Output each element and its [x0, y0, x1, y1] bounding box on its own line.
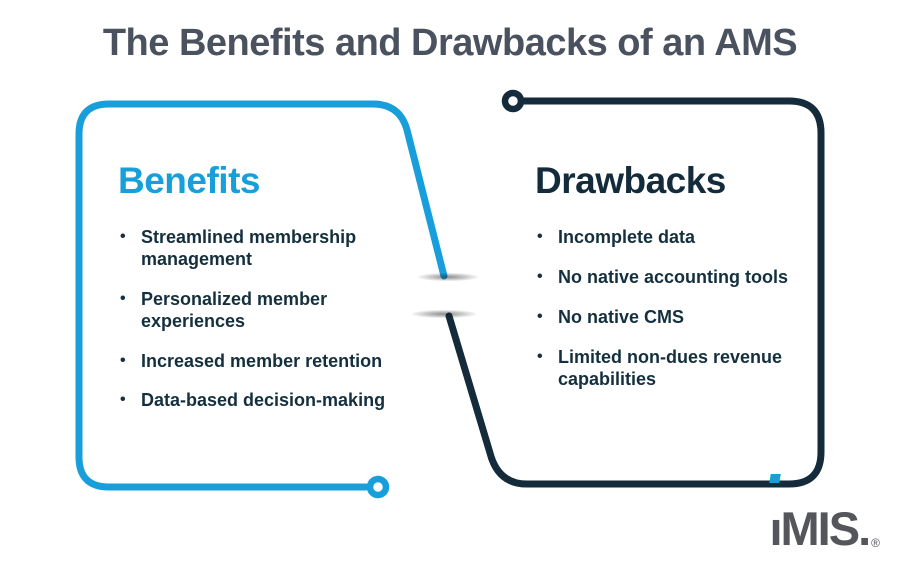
benefits-panel: Benefits Streamlined membership manageme… [118, 160, 418, 430]
list-item: Incomplete data [535, 227, 835, 249]
list-item: Personalized member experiences [118, 289, 418, 333]
drawbacks-start-ring [501, 89, 525, 113]
logo-letters-mis: MIS. [780, 502, 872, 556]
list-item: No native accounting tools [535, 267, 835, 289]
benefits-terminal-ring [366, 475, 390, 499]
benefits-border [75, 100, 448, 491]
list-item: Increased member retention [118, 351, 418, 373]
list-item: Data-based decision-making [118, 390, 418, 412]
overlap-shadow-bottom [397, 308, 491, 320]
logo-letter-i: ı [769, 474, 783, 552]
drawbacks-panel: Drawbacks Incomplete data No native accou… [535, 160, 835, 408]
drawbacks-heading: Drawbacks [535, 160, 726, 201]
list-item: No native CMS [535, 307, 835, 329]
benefits-heading: Benefits [118, 160, 260, 201]
drawbacks-list: Incomplete data No native accounting tool… [535, 227, 835, 391]
list-item: Streamlined membership management [118, 227, 418, 271]
list-item: Limited non-dues revenue capabilities [535, 347, 835, 391]
imis-logo: ı MIS. ® [769, 474, 880, 556]
registered-trademark-icon: ® [871, 536, 880, 550]
page-title: The Benefits and Drawbacks of an AMS [102, 22, 798, 64]
drawbacks-border [445, 97, 825, 488]
benefits-list: Streamlined membership managementPersona… [118, 227, 418, 413]
overlap-shadow-top [404, 271, 492, 283]
